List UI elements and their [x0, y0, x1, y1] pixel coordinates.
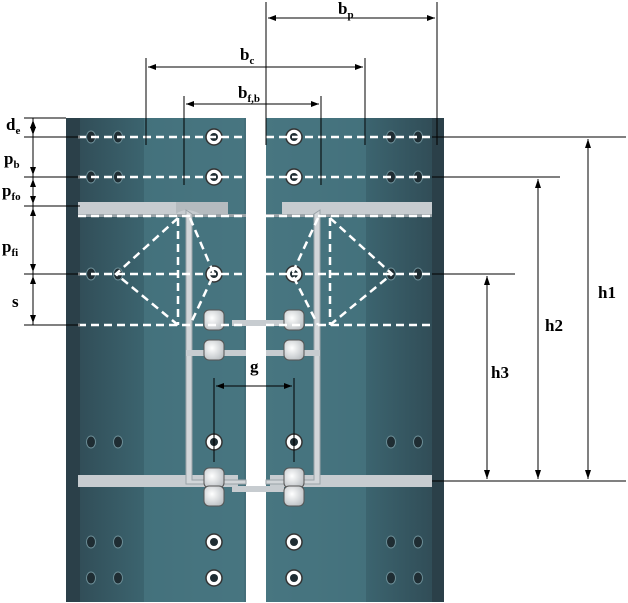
label-pfo: pfo	[2, 181, 21, 203]
bolt-hole	[386, 435, 396, 449]
dimension-lines	[24, 2, 626, 482]
label-s: s	[12, 292, 19, 311]
bolt-hole	[113, 435, 123, 449]
bolt-hole	[86, 535, 96, 549]
right-column-plate	[266, 118, 444, 602]
bolt-nut	[203, 339, 225, 361]
bolt-hole	[413, 571, 423, 585]
label-g: g	[250, 357, 259, 376]
bottom-flange-bars	[78, 475, 432, 487]
bolt-nut	[283, 467, 305, 489]
label-de: de	[6, 115, 21, 137]
label-h2: h2	[545, 316, 563, 335]
bolt-hole	[86, 571, 96, 585]
bolt-hole	[386, 571, 396, 585]
label-h1: h1	[598, 283, 616, 302]
bolt	[285, 569, 303, 587]
bolt-hole	[413, 535, 423, 549]
label-h3: h3	[491, 363, 509, 382]
label-bc: bc	[240, 45, 255, 67]
bolt-nut	[283, 309, 305, 331]
bolt-nut	[283, 485, 305, 507]
bolt-hole	[386, 535, 396, 549]
bolt-hole	[113, 535, 123, 549]
label-pb: pb	[4, 149, 20, 171]
label-bfb: bf,b	[238, 83, 260, 105]
dimension-arrows	[30, 15, 591, 479]
bolt	[205, 533, 223, 551]
bolt-nut	[203, 309, 225, 331]
bolt	[205, 569, 223, 587]
bolt	[285, 533, 303, 551]
bolt-hole	[413, 435, 423, 449]
bolt-nut	[283, 339, 305, 361]
bolt-hole	[86, 435, 96, 449]
label-bp: bp	[338, 0, 354, 21]
bolt-nut	[203, 467, 225, 489]
dashed-lines	[78, 135, 432, 327]
bolt-nut	[203, 485, 225, 507]
label-pfi: pfi	[2, 237, 19, 259]
bolt-hole	[113, 571, 123, 585]
